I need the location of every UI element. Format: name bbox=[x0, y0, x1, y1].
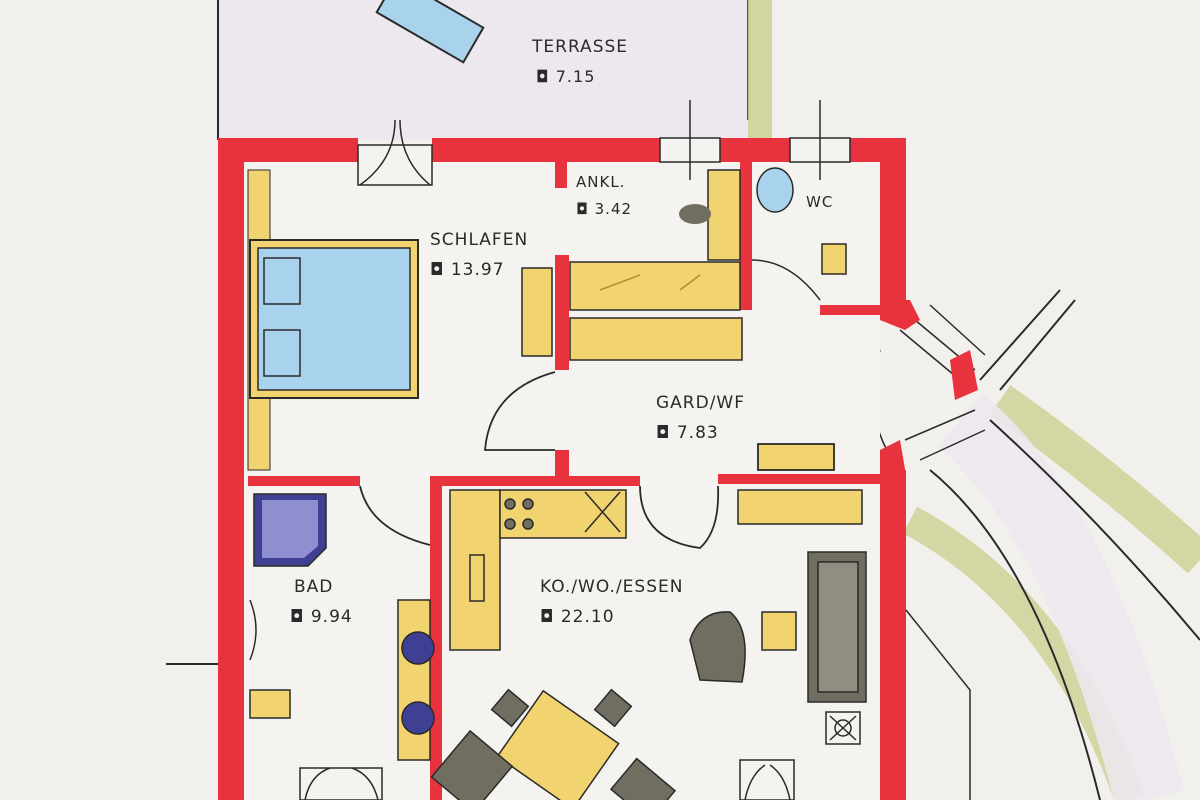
side-table-icon bbox=[761, 611, 797, 651]
bed-icon bbox=[257, 247, 411, 391]
wc-fixtures bbox=[751, 167, 847, 301]
chair-icon bbox=[593, 688, 633, 728]
lounger-icon bbox=[375, 0, 485, 64]
armchair-icon bbox=[689, 611, 746, 683]
pillow-icon bbox=[263, 257, 301, 305]
dining-table-icon bbox=[496, 689, 620, 800]
vanity-icon bbox=[397, 599, 431, 761]
sideboard-icon bbox=[737, 489, 863, 525]
schlafen-name: SCHLAFEN bbox=[430, 230, 528, 250]
sink-icon bbox=[401, 701, 435, 735]
terrace-door bbox=[357, 119, 433, 186]
kitchen-counter bbox=[449, 489, 501, 651]
toilet-icon bbox=[249, 689, 291, 719]
wc-name: WC bbox=[806, 193, 833, 211]
terrasse-name: TERRASSE bbox=[531, 37, 628, 57]
windows bbox=[659, 100, 851, 180]
wardrobe-cabinets bbox=[569, 169, 743, 361]
kitchen-counter bbox=[499, 489, 627, 539]
gard-wf-name: GARD/WF bbox=[656, 393, 745, 413]
living-dining-furniture bbox=[430, 551, 867, 800]
gard-wf-area: ◘ 7.83 bbox=[656, 423, 719, 443]
exterior-walls bbox=[218, 138, 978, 800]
bedroom-furniture bbox=[247, 169, 553, 471]
sink-icon bbox=[679, 204, 711, 224]
stove-icon bbox=[825, 711, 861, 745]
chair-icon bbox=[609, 757, 677, 800]
bottom-doors bbox=[299, 609, 971, 800]
chair-icon bbox=[490, 688, 530, 728]
desk-icon bbox=[521, 267, 553, 357]
terrace-area bbox=[217, 0, 749, 140]
bad-area: ◘ 9.94 bbox=[290, 607, 353, 627]
chair-icon bbox=[430, 729, 514, 800]
schlafen-area: ◘ 13.97 bbox=[430, 260, 505, 280]
terrasse-area: ◘ 7.15 bbox=[536, 67, 595, 86]
wash-basin-icon bbox=[821, 243, 847, 275]
hall-door-arcs bbox=[359, 371, 835, 549]
bathroom-fixtures bbox=[166, 493, 435, 761]
ankl-area: ◘ 3.42 bbox=[576, 200, 632, 218]
kitchen-fixtures bbox=[449, 489, 863, 651]
ko-wo-essen-name: KO./WO./ESSEN bbox=[540, 577, 683, 597]
toilet-icon bbox=[756, 167, 794, 213]
ko-wo-essen-area: ◘ 22.10 bbox=[540, 607, 615, 627]
bad-name: BAD bbox=[294, 577, 333, 597]
sink-icon bbox=[401, 631, 435, 665]
room-labels: TERRASSE ◘ 7.15 ANKL. ◘ 3.42 WC SCHLAFEN… bbox=[290, 37, 833, 627]
pillow-icon bbox=[263, 329, 301, 377]
ankl-name: ANKL. bbox=[576, 173, 625, 191]
garden-path bbox=[748, 0, 1200, 800]
